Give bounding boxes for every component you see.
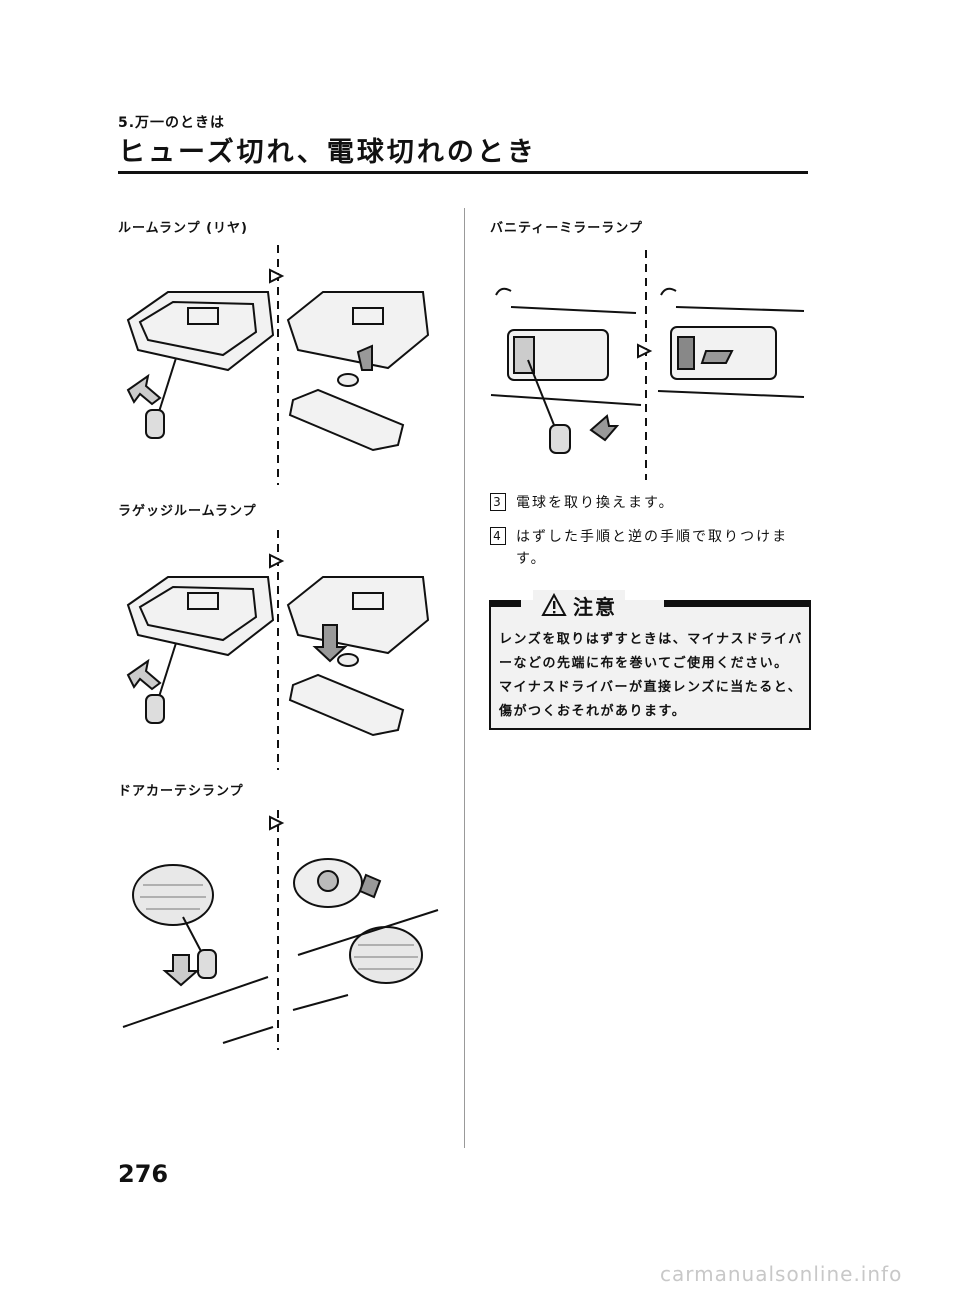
caution-bar-left	[491, 600, 521, 607]
step-text: 電球を取り換えます。	[516, 495, 675, 511]
caution-bar-right	[664, 600, 809, 607]
caution-header: 注意	[533, 590, 625, 620]
door-courtesy-lamp-label: ドアカーテシランプ	[118, 784, 244, 799]
door-courtesy-lamp-illustration	[122, 810, 439, 1050]
caution-title: 注意	[573, 594, 617, 619]
caution-box: 注意 レンズを取りはずすときは、マイナスドライバーなどの先端に布を巻いてご使用く…	[489, 590, 811, 730]
step-text: はずした手順と逆の手順で取りつけます。	[516, 529, 789, 567]
step-number: 4	[490, 527, 506, 545]
column-divider	[464, 208, 465, 1148]
vanity-mirror-lamp-illustration	[490, 250, 805, 480]
room-lamp-rear-illustration	[126, 245, 430, 485]
luggage-room-lamp-label: ラゲッジルームランプ	[118, 504, 257, 519]
page-number: 276	[118, 1160, 169, 1188]
step-number: 3	[490, 493, 506, 511]
room-lamp-rear-label: ルームランプ (リヤ)	[118, 221, 248, 236]
step-3: 3 電球を取り換えます。	[490, 492, 806, 514]
watermark: carmanualsonline.info	[660, 1262, 903, 1286]
vanity-mirror-lamp-label: バニティーミラーランプ	[490, 221, 643, 236]
page-title: ヒューズ切れ、電球切れのとき	[118, 137, 537, 168]
luggage-room-lamp-illustration	[126, 530, 430, 770]
caution-text: レンズを取りはずすときは、マイナスドライバーなどの先端に布を巻いてご使用ください…	[499, 632, 803, 719]
warning-triangle-icon	[541, 593, 567, 616]
step-4: 4 はずした手順と逆の手順で取りつけます。	[490, 526, 806, 570]
title-rule	[118, 171, 808, 174]
section-label: 5.万一のときは	[118, 115, 226, 131]
